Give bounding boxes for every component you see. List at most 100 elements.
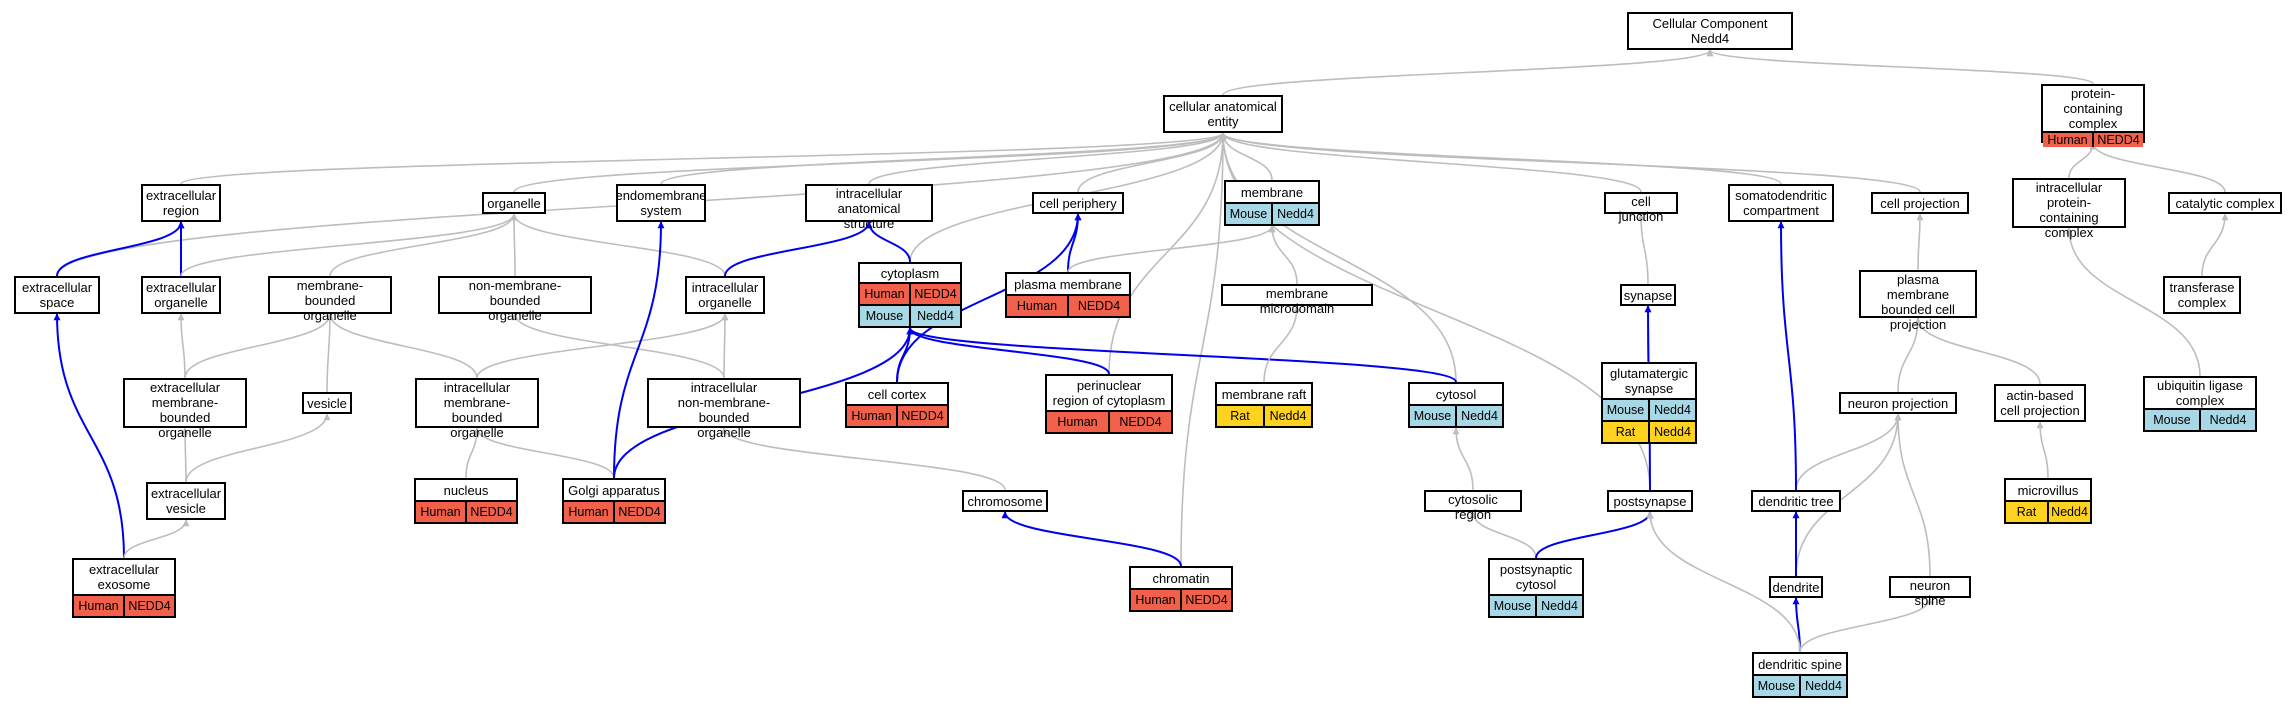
node-label: vesicle [304, 394, 350, 412]
edge-plasmamem-to-membrane [1067, 225, 1276, 273]
node-label: synapse [1622, 286, 1674, 304]
edge-exmbo-to-exorg [177, 313, 186, 379]
node-cytreg[interactable]: cytosolic region [1424, 490, 1522, 522]
edge-pscyt-to-postsyn [1535, 511, 1654, 559]
node-chromosome[interactable]: chromosome [962, 490, 1048, 512]
node-label-line: complex [2068, 116, 2118, 131]
node-celljunc[interactable]: cell junction [1604, 192, 1678, 224]
node-neuspine[interactable]: neuron spine [1889, 576, 1971, 608]
node-label: membrane raft [1217, 384, 1311, 404]
node-postsyn[interactable]: postsynapse [1607, 490, 1693, 512]
edge-chromatin-to-chromosome [1001, 511, 1182, 567]
edge-dendtree-to-somato [1777, 221, 1797, 491]
node-label-line: actin-based [2006, 388, 2074, 403]
node-catcomp[interactable]: catalytic complex [2168, 192, 2282, 214]
node-label: plasma membrane [1007, 274, 1129, 294]
node-dendrite[interactable]: dendrite [1769, 576, 1823, 598]
edge-cae-to-root [1222, 49, 1714, 96]
node-vesicle[interactable]: vesicle [302, 392, 352, 414]
node-label: cell projection [1873, 194, 1967, 212]
node-label-line: somatodendritic [1735, 188, 1827, 203]
species-badge-mouse: Nedd4 [909, 306, 960, 326]
node-organelle[interactable]: organelle [482, 192, 546, 214]
edge-inmbo-to-nmbo [511, 313, 725, 379]
node-label-line: microvillus [2017, 482, 2079, 498]
edge-pcc-to-root [1706, 49, 2094, 85]
edge-exmbo-to-mbo [184, 313, 334, 379]
node-label: organelle [484, 194, 544, 212]
node-label-line: neuron projection [1847, 395, 1949, 411]
edge-somato-to-cae [1219, 132, 1782, 185]
species-badge-rat: Rat [1217, 406, 1263, 426]
species-badge-human: NEDD4 [465, 502, 516, 522]
node-label-line: membrane-bounded [151, 395, 219, 425]
node-cellproj[interactable]: cell projection [1871, 192, 1969, 214]
edge-pscyt-to-cytreg [1469, 511, 1537, 559]
node-label: chromosome [964, 492, 1046, 510]
species-badge-mouse: Mouse [1490, 596, 1535, 616]
node-label-line: synapse [1623, 287, 1673, 303]
node-label: cell periphery [1034, 194, 1122, 212]
node-label-line: dendritic tree [1758, 493, 1834, 509]
edge-cytosol-to-cae [1219, 132, 1457, 383]
node-dendtree[interactable]: dendritic tree [1751, 490, 1841, 512]
node-synapse[interactable]: synapse [1620, 284, 1676, 306]
node-label: chromatin [1131, 568, 1231, 588]
node-label-line: plasma membrane [1014, 276, 1122, 292]
node-label-line: extracellular [88, 562, 160, 577]
node-neuproj[interactable]: neuron projection [1839, 392, 1957, 414]
species-badge-mouse: Mouse [860, 306, 909, 326]
node-label-line: cell periphery [1039, 195, 1117, 211]
node-memmicro[interactable]: membrane microdomain [1221, 284, 1373, 316]
species-badge-human: Human [564, 502, 613, 522]
node-label: dendritic spine [1754, 654, 1846, 674]
node-label-line: dendritic spine [1758, 656, 1842, 672]
species-badge-human: Human [860, 284, 909, 304]
node-label-line: Cellular Component [1652, 16, 1768, 31]
node-cellper[interactable]: cell periphery [1032, 192, 1124, 214]
